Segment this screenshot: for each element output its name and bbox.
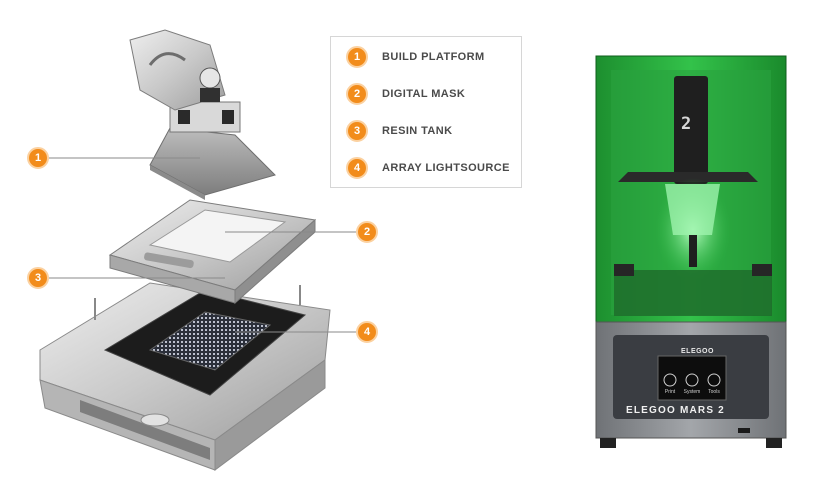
legend-badge: 2 <box>346 83 368 105</box>
z-axis-logo: 2 <box>681 114 692 134</box>
callout-1: 1 <box>27 147 49 169</box>
screen-button-system: System <box>683 389 701 395</box>
legend-item: 3 RESIN TANK <box>346 119 452 143</box>
legend-badge: 1 <box>346 46 368 68</box>
legend: 1 BUILD PLATFORM 2 DIGITAL MASK 3 RESIN … <box>330 36 522 188</box>
legend-badge: 3 <box>346 120 368 142</box>
build-platform <box>129 29 276 200</box>
leader-lines <box>48 157 356 333</box>
legend-label: RESIN TANK <box>382 125 453 137</box>
legend-badge: 4 <box>346 157 368 179</box>
legend-item: 4 ARRAY LIGHTSOURCE <box>346 156 510 180</box>
callout-4: 4 <box>356 321 378 343</box>
screen-button-print: Print <box>664 389 676 395</box>
legend-label: DIGITAL MASK <box>382 88 466 100</box>
callout-3: 3 <box>27 267 49 289</box>
legend-label: ARRAY LIGHTSOURCE <box>382 162 510 174</box>
resin-tank <box>108 199 317 305</box>
callout-2: 2 <box>356 221 378 243</box>
printer <box>595 55 787 448</box>
screen-brand: ELEGOO <box>681 348 714 355</box>
screen-button-tools: Tools <box>708 389 720 395</box>
legend-item: 2 DIGITAL MASK <box>346 82 465 106</box>
array-lightsource <box>103 289 307 396</box>
legend-item: 1 BUILD PLATFORM <box>346 45 485 69</box>
printer-model-label: ELEGOO MARS 2 <box>626 405 725 416</box>
legend-label: BUILD PLATFORM <box>382 51 485 63</box>
